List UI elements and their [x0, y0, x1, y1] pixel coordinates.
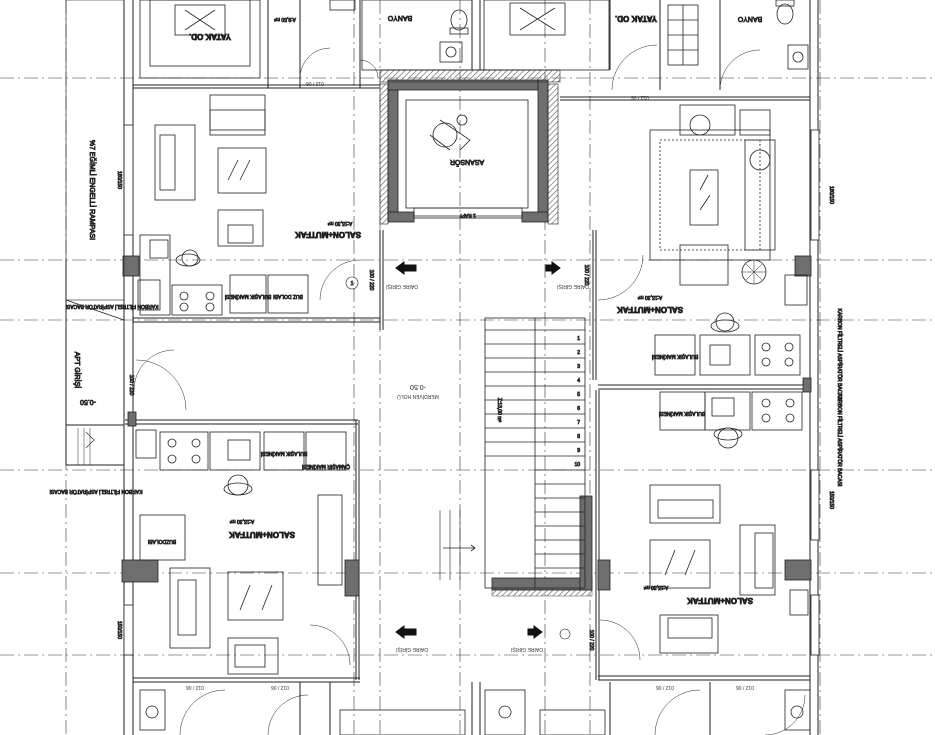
- exterior-left: %7 EĞİMLİ ENGELLİ RAMPASI APT GİRİŞİ -0.…: [65, 0, 187, 465]
- toilet-icon: [775, 0, 795, 25]
- room-label-salon-se: SALON+MUTFAK: [687, 596, 753, 605]
- stair-number: 4: [577, 378, 580, 384]
- room-area-salon-sw: A:15,30 m²: [229, 518, 254, 524]
- karbon-label-nw: KARBON FİLTRELİ ASPİRATÖR BACASI: [66, 303, 159, 310]
- dim-small-4: 012 / 06: [271, 684, 289, 690]
- bottom-units: [139, 689, 811, 735]
- dishwasher-label-sw: BULAŞIK MAKİNESİ: [261, 450, 307, 457]
- walls: [121, 79, 820, 656]
- stair-number: 2: [577, 350, 580, 356]
- dim-small-3: 012 / 06: [186, 684, 204, 690]
- window-dim-nw: 180/150: [116, 171, 122, 189]
- person-icon: [175, 249, 201, 267]
- room-label-yatak-tr: YATAK OD.: [615, 14, 657, 23]
- bed-icon: [174, 4, 226, 36]
- apt-entrance-label: APT GİRİŞİ: [73, 352, 82, 388]
- room-area-salon-se: A:15,30 m²: [643, 584, 668, 590]
- person-icon: [689, 114, 771, 171]
- stair-number: 9: [577, 448, 580, 454]
- outline: [65, 0, 819, 735]
- karbon-label-se: KARBON FİLTRELİ ASPİRATÖR BACASI: [836, 394, 843, 487]
- unit-nw: SALON+MUTFAK A:15,30 m² BULAŞIK MAKİNESİ…: [116, 94, 374, 316]
- room-label-salon-nw: SALON+MUTFAK: [295, 230, 361, 239]
- daire-girisi-se: DAİRE GİRİŞİ: [511, 646, 543, 653]
- dim-small-1: 012 / 06: [306, 80, 324, 86]
- stair-number: 10: [574, 462, 580, 468]
- arrow-icon: [545, 261, 561, 275]
- room-label-yatak-tl: YATAK OD.: [189, 32, 231, 41]
- person-icon: [710, 312, 740, 333]
- door-dim-apt: 100 / 220: [128, 375, 134, 396]
- bed-icon: [509, 2, 566, 36]
- circle-number: 1: [351, 281, 354, 287]
- stair-number: 6: [577, 406, 580, 412]
- window-dim-se: 150/150: [828, 491, 834, 509]
- door-dim-se: 100 / 220: [588, 630, 594, 651]
- stair-number: 3: [577, 364, 580, 370]
- room-label-banyo-tr: BANYO: [737, 15, 762, 22]
- daire-girisi-sw: DAİRE GİRİŞİ: [396, 646, 428, 653]
- arrow-icon: [395, 625, 417, 639]
- washer-label-sw: ÇAMAŞIR MAKİNESİ: [302, 463, 350, 470]
- person-icon: [713, 427, 743, 449]
- hall-label: MERDİVEN HOLÜ: [397, 393, 439, 400]
- elevator-door-label: 1 KAPI: [460, 212, 476, 218]
- unit-sw: BULAŞIK MAKİNESİ ÇAMAŞIR MAKİNESİ BUZDOL…: [49, 349, 350, 675]
- door-dim-nw: 100 / 220: [368, 270, 374, 291]
- window-dim-sw: 150/150: [116, 621, 122, 639]
- karbon-label-sw: KARBON FİLTRELİ ASPİRATÖR BACASI: [50, 488, 143, 495]
- stair-number: 8: [577, 434, 580, 440]
- room-label-banyo-tl: BANYO: [387, 14, 412, 21]
- room-area-salon-nw: A:15,30 m²: [327, 220, 352, 226]
- wardrobe-icon: [667, 4, 699, 66]
- hall-level: -0.50: [410, 383, 426, 390]
- stair-number: 7: [577, 420, 580, 426]
- hatch-fills: [379, 69, 593, 597]
- unit-se: BULAŞIK MAKİNESİ SALON+MUTFAK A:15,30 m²…: [588, 391, 843, 661]
- stair-area-label: Z:13,00 m²: [496, 398, 502, 423]
- room-area-yatak-tl: A:9,50 m²: [274, 16, 296, 22]
- daire-girisi-ne: DAİRE GİRİŞİ: [557, 283, 589, 290]
- apt-level: -0.50: [80, 398, 96, 405]
- hall: -0.50 MERDİVEN HOLÜ DAİRE GİRİŞİ DAİRE G…: [386, 261, 589, 653]
- elevator: ASANSÖR 1 KAPI: [405, 99, 529, 219]
- top-left-unit: YATAK OD. A:9,50 m² BANYO: [139, 0, 473, 79]
- arrow-icon: [395, 261, 417, 275]
- wheelchair-icon: [429, 114, 471, 151]
- stair-number: 1: [577, 336, 580, 342]
- small-dims: 012 / 06 012 / 06 012 / 06 012 / 06 012 …: [186, 80, 754, 690]
- room-label-salon-ne: SALON+MUTFAK: [617, 305, 683, 314]
- dishwasher-label-se: BULAŞIK MAKİNESİ: [659, 410, 705, 417]
- arrow-icon: [527, 625, 543, 639]
- fridge-label-sw: BUZDOLABI: [148, 538, 176, 544]
- person-icon: [223, 474, 253, 496]
- room-label-salon-sw: SALON+MUTFAK: [229, 530, 295, 539]
- elevator-label: ASANSÖR: [450, 158, 484, 166]
- fridge-label: BUZ DOLABI: [273, 293, 303, 299]
- door-dim-ne: 100 / 220: [583, 265, 589, 286]
- unit-ne: SALON+MUTFAK A:15,30 m² BULAŞIK MAKİNESİ…: [583, 104, 843, 402]
- dishwasher-label-ne: BULAŞIK MAKİNESİ: [652, 353, 698, 360]
- dishwasher-label: BULAŞIK MAKİNESİ: [225, 293, 271, 300]
- daire-girisi-nw: DAİRE GİRİŞİ: [386, 283, 418, 290]
- dim-small-2: 012 / 06: [631, 94, 649, 100]
- dim-small-5: 012 / 06: [656, 684, 674, 690]
- top-right-unit: YATAK OD. BANYO: [483, 0, 809, 91]
- stair-number: 5: [577, 392, 580, 398]
- room-area-salon-ne: A:15,30 m²: [637, 294, 662, 300]
- toilet-icon: [449, 9, 469, 35]
- karbon-label-ne: KARBON FİLTRELİ ASPİRATÖR BACASI: [836, 309, 843, 402]
- window-dim-ne: 180/150: [828, 186, 834, 204]
- dim-small-6: 012 / 06: [736, 684, 754, 690]
- stairs: 1 2 3 4 5 6 7 8 9 10 Z:13,00 m²: [439, 317, 586, 589]
- ramp-label: %7 EĞİMLİ ENGELLİ RAMPASI: [88, 140, 97, 240]
